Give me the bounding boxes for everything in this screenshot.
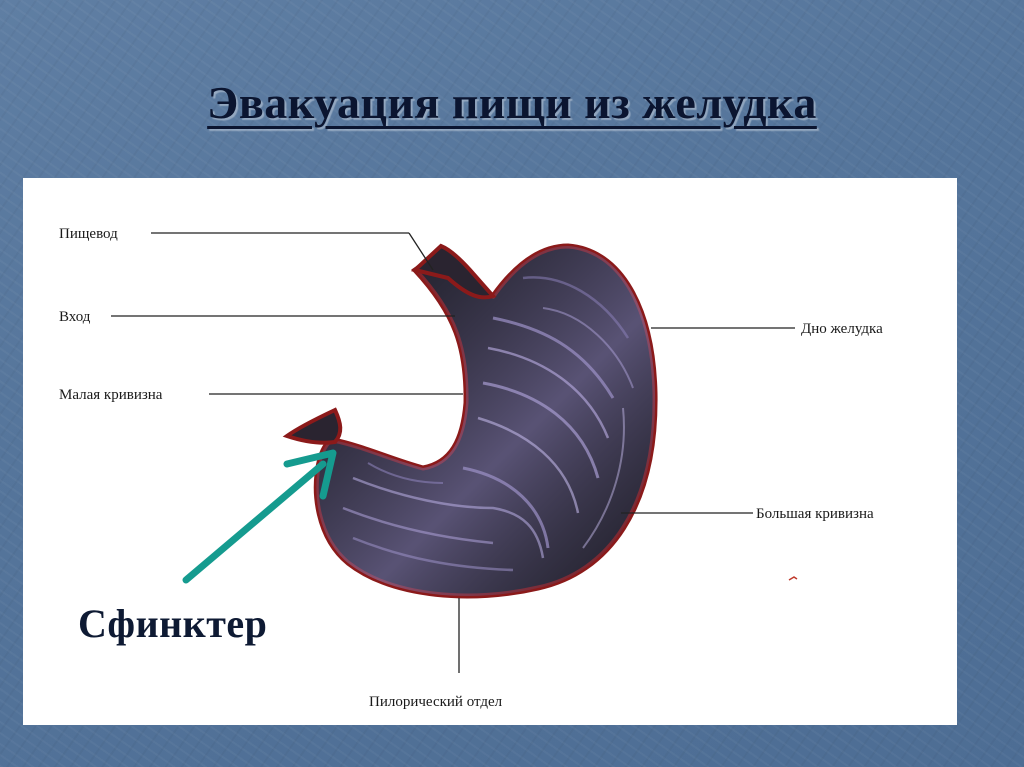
- stray-mark: [788, 576, 798, 581]
- label-greater-curvature: Большая кривизна: [756, 506, 874, 522]
- label-lesser-curvature: Малая кривизна: [59, 387, 163, 403]
- sphincter-arrow-shaft: [182, 460, 327, 584]
- label-pyloric: Пилорический отдел: [369, 694, 503, 710]
- diagram-panel: Пищевод Вход Малая кривизна Дно желудка …: [23, 178, 957, 725]
- label-entrance: Вход: [59, 309, 91, 325]
- sphincter-arrow-head: [283, 449, 337, 500]
- label-fundus: Дно желудка: [801, 321, 883, 337]
- esophagus-tube: [410, 243, 497, 300]
- stomach-diagram: Пищевод Вход Малая кривизна Дно желудка …: [59, 226, 883, 710]
- label-esophagus: Пищевод: [59, 226, 118, 242]
- slide-title: Эвакуация пищи из желудка: [207, 77, 817, 128]
- sphincter-callout: Сфинктер: [78, 601, 268, 646]
- leader-line-esophagus-down: [408, 232, 434, 271]
- pyloric-opening: [282, 407, 343, 445]
